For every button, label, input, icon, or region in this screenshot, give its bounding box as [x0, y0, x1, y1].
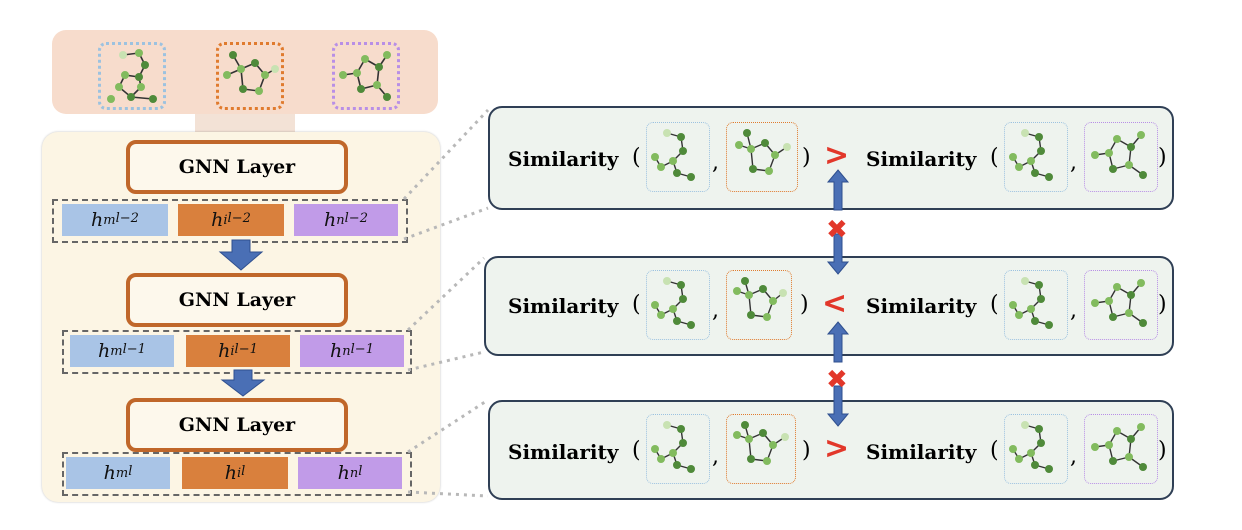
similarity-label: Similarity [508, 147, 619, 171]
similarity-panel [488, 106, 1174, 210]
open-paren: ( [632, 438, 641, 463]
open-paren: ( [632, 292, 641, 317]
gnn-layer-box: GNN Layer [126, 273, 348, 327]
close-paren: ) [802, 145, 811, 170]
negative-molecule-frame [1084, 414, 1158, 484]
positive-molecule-icon [735, 129, 791, 175]
anchor-molecule-icon [1009, 129, 1053, 181]
gnn-layer-label: GNN Layer [178, 156, 296, 178]
comma: , [712, 150, 719, 175]
input-molecules-panel [52, 30, 438, 114]
anchor-molecule-frame [646, 122, 710, 192]
positive-molecule-icon [223, 51, 279, 95]
negative-molecule-icon [1091, 279, 1147, 327]
hidden-row [62, 452, 412, 496]
comma: , [712, 298, 719, 323]
comma: , [1070, 298, 1077, 323]
open-paren: ( [990, 438, 999, 463]
anchor-molecule-icon [1009, 421, 1053, 473]
positive-molecule-frame [726, 122, 798, 192]
negative-molecule-icon [1091, 423, 1147, 471]
gnn-layer-box: GNN Layer [126, 398, 348, 452]
negative-molecule-frame [332, 42, 400, 110]
negative-molecule-frame [1084, 122, 1158, 192]
anchor-molecule-icon [651, 277, 695, 329]
double-arrow-icon [826, 321, 850, 427]
gnn-layer-box: GNN Layer [126, 140, 348, 194]
anchor-molecule-icon [651, 129, 695, 181]
less-than-symbol: < [822, 286, 848, 321]
comma: , [712, 444, 719, 469]
anchor-molecule-icon [1009, 277, 1053, 329]
positive-molecule-icon [733, 421, 789, 465]
close-paren: ) [1158, 292, 1167, 317]
greater-than-symbol: > [824, 138, 850, 173]
gnn-layer-label: GNN Layer [178, 289, 296, 311]
positive-molecule-frame [726, 270, 792, 340]
anchor-molecule-frame [1004, 122, 1068, 192]
negative-molecule-frame [1084, 270, 1158, 340]
anchor-molecule-frame [1004, 414, 1068, 484]
close-paren: ) [1158, 438, 1167, 463]
anchor-molecule-frame [1004, 270, 1068, 340]
comma: , [1070, 150, 1077, 175]
open-paren: ( [990, 292, 999, 317]
similarity-label: Similarity [866, 294, 977, 318]
anchor-molecule-icon [107, 49, 157, 103]
comma: , [1070, 444, 1077, 469]
double-arrow-icon [826, 169, 850, 275]
anchor-molecule-icon [651, 421, 695, 473]
open-paren: ( [632, 145, 641, 170]
down-arrow-icon [218, 239, 264, 271]
similarity-label: Similarity [866, 440, 977, 464]
greater-than-symbol: > [824, 431, 850, 466]
similarity-label: Similarity [508, 440, 619, 464]
anchor-molecule-frame [646, 414, 710, 484]
anchor-molecule-frame [646, 270, 710, 340]
close-paren: ) [800, 292, 809, 317]
anchor-molecule-frame [98, 42, 166, 110]
positive-molecule-frame [726, 414, 796, 484]
similarity-label: Similarity [508, 294, 619, 318]
close-paren: ) [1158, 145, 1167, 170]
close-paren: ) [802, 438, 811, 463]
down-arrow-icon [220, 369, 266, 397]
similarity-label: Similarity [866, 147, 977, 171]
cross-icon: ✖ [826, 365, 848, 395]
cross-icon: ✖ [826, 215, 848, 245]
gnn-layer-label: GNN Layer [178, 414, 296, 436]
hidden-row [52, 199, 408, 243]
open-paren: ( [990, 145, 999, 170]
positive-molecule-frame [216, 42, 284, 110]
input-to-encoder-arrow [195, 114, 295, 132]
negative-molecule-icon [339, 51, 391, 101]
positive-molecule-icon [733, 277, 787, 321]
negative-molecule-icon [1091, 131, 1147, 179]
